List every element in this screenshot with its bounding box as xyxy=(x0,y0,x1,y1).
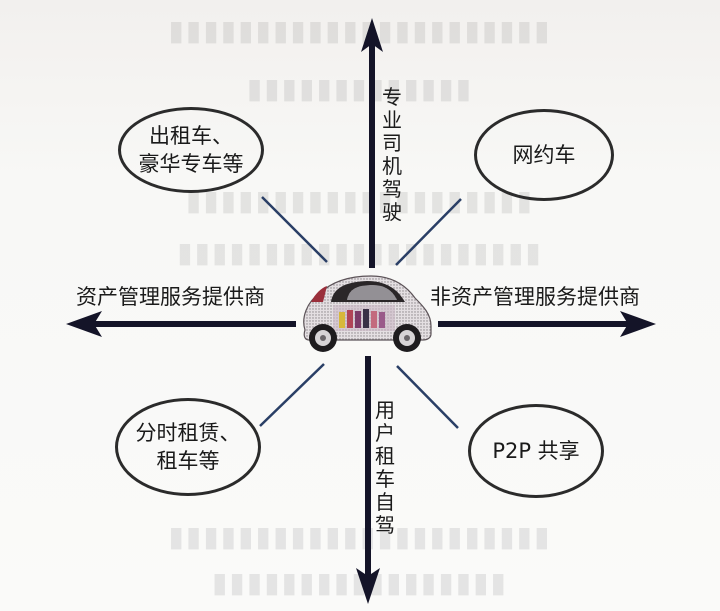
car-icon xyxy=(303,275,432,352)
bleed-through-text: ▮▮▮▮▮▮▮▮▮▮▮▮▮▮▮▮▮▮▮▮▮▮ xyxy=(168,14,552,47)
quadrant-top-left-text: 出租车、 豪华专车等 xyxy=(139,122,244,178)
connector-bottom-left xyxy=(259,363,325,427)
quadrant-bottom-left-text: 分时租赁、 租车等 xyxy=(136,419,241,475)
connector-top-right xyxy=(395,198,462,266)
bleed-through-text: ▮▮▮▮▮▮▮▮▮▮▮▮▮▮▮▮▮▮▮▮▮▮ xyxy=(168,520,552,553)
arrow-down-icon xyxy=(356,568,380,604)
quadrant-bottom-left-bubble: 分时租赁、 租车等 xyxy=(115,398,261,496)
quadrant-top-right-bubble: 网约车 xyxy=(474,109,614,201)
axis-left-label: 资产管理服务提供商 xyxy=(76,285,265,309)
axis-right-label: 非资产管理服务提供商 xyxy=(430,285,640,309)
connector-bottom-right xyxy=(396,365,459,429)
quadrant-bottom-right-text: P2P 共享 xyxy=(492,439,580,463)
axis-down-label: 用户租车自驾 xyxy=(375,398,395,537)
quadrant-bottom-right-bubble: P2P 共享 xyxy=(468,404,604,498)
bleed-through-text: ▮▮▮▮▮▮▮▮▮▮▮▮▮▮▮▮▮▮▮▮ xyxy=(185,184,535,217)
arrow-left-icon xyxy=(66,311,102,337)
quadrant-top-right-text: 网约车 xyxy=(512,143,576,167)
arrow-up-icon xyxy=(361,18,383,52)
quadrant-bottom-left-line1: 分时租赁、 xyxy=(135,421,241,445)
quadrant-top-left-line1: 出租车、 xyxy=(149,124,233,148)
bleed-through-text: ▮▮▮▮▮▮▮▮▮▮▮▮▮▮▮▮▮▮▮▮▮ xyxy=(177,236,543,269)
quadrant-top-left-bubble: 出租车、 豪华专车等 xyxy=(118,107,264,193)
arrow-right-icon xyxy=(620,311,656,337)
quadrant-bottom-left-line2: 租车等 xyxy=(156,449,220,473)
quadrant-top-left-line2: 豪华专车等 xyxy=(138,152,244,176)
bleed-through-text: ▮▮▮▮▮▮▮▮▮▮▮▮▮ xyxy=(246,72,474,105)
axis-up-label: 专业司机驾驶 xyxy=(382,85,402,224)
connector-top-left xyxy=(261,196,328,263)
